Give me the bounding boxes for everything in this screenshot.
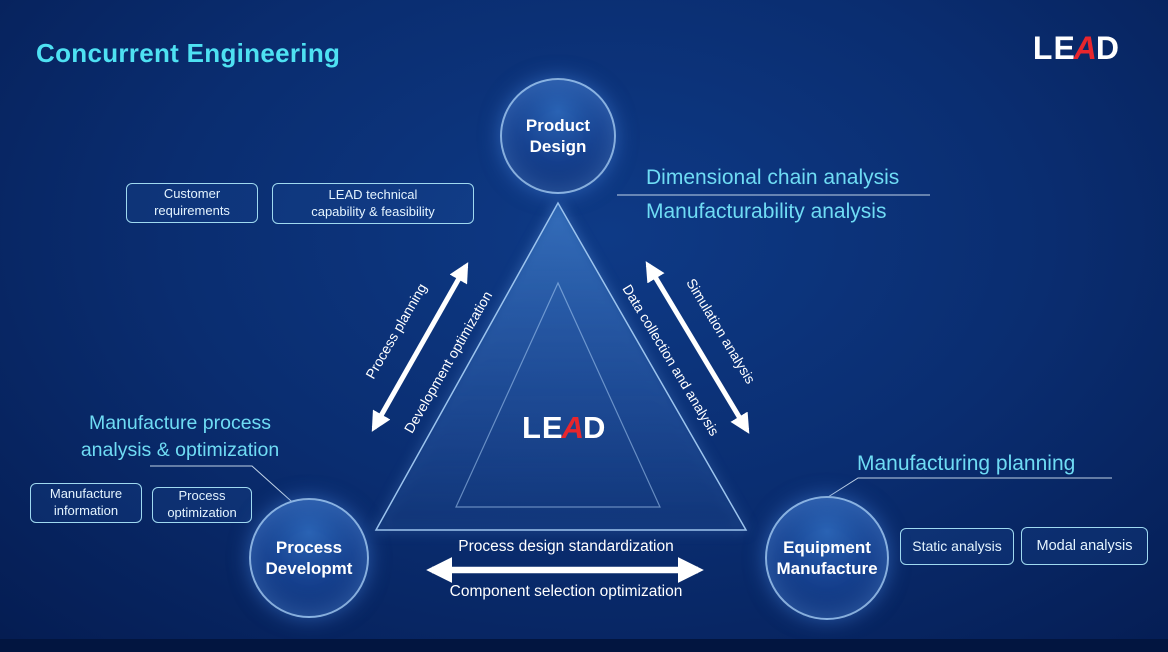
inner-triangle (455, 281, 661, 508)
node-product-design-line1: Product (525, 115, 591, 135)
manufacture-process-line1: Manufacture process (88, 412, 272, 434)
logo-a-red-slash: A (1073, 30, 1098, 66)
manufacture-information-box: Manufacture information (30, 483, 142, 523)
node-product-design-line2: Design (529, 137, 587, 156)
process-optimization-line2: optimization (167, 505, 237, 520)
left-edge-double-arrow (371, 262, 469, 432)
manufacturing-planning-label: Manufacturing planning (857, 452, 1076, 475)
node-product-design: Product Design (500, 78, 616, 194)
process-optimization-box: Process optimization (152, 487, 252, 523)
manufacturability-analysis-label: Manufacturability analysis (646, 200, 887, 223)
process-optimization-line1: Process (178, 488, 226, 504)
logo-le: LE (1032, 30, 1076, 66)
lead-logo: LEAD (1033, 30, 1120, 67)
right-edge-double-arrow (645, 261, 750, 434)
manufacture-information-line1: Manufacture (49, 486, 123, 502)
manufacture-process-label: Manufacture process analysis & optimizat… (18, 410, 342, 464)
page-title: Concurrent Engineering (36, 38, 341, 68)
node-process-development-line2: Developmt (265, 559, 353, 578)
lead-logo-triangle: LEAD (522, 410, 606, 446)
bottom-accent-strip (0, 639, 1168, 652)
manufacture-information-line2: information (53, 503, 119, 518)
node-process-development-line1: Process (275, 537, 343, 557)
lead-technical-line1: LEAD technical (328, 186, 418, 202)
modal-analysis-box: Modal analysis (1021, 527, 1148, 565)
customer-requirements-line2: requirements (154, 203, 230, 218)
node-equipment-manufacture-line1: Equipment (783, 537, 871, 557)
manufacturing-planning-connector-line (816, 477, 1112, 505)
dimensional-chain-analysis-label: Dimensional chain analysis (646, 166, 900, 189)
logo-a-red-slash: A (561, 410, 586, 445)
modal-analysis-label: Modal analysis (1036, 537, 1133, 554)
manufacture-process-connector-line (150, 465, 301, 510)
lead-technical-line2: capability & feasibility (311, 203, 435, 219)
process-design-standardization-label: Process design standardization (458, 538, 674, 555)
node-equipment-manufacture-line2: Manufacture (776, 559, 878, 578)
component-selection-optimization-label: Component selection optimization (449, 583, 683, 600)
outer-triangle (374, 201, 748, 531)
static-analysis-box: Static analysis (900, 528, 1014, 565)
logo-le: LE (522, 410, 564, 445)
node-equipment-manufacture: Equipment Manufacture (765, 496, 889, 620)
logo-d: D (583, 410, 607, 445)
lead-technical-box: LEAD technical capability & feasibility (272, 183, 474, 224)
customer-requirements-box: Customer requirements (126, 183, 258, 223)
customer-requirements-line1: Customer (163, 186, 221, 202)
static-analysis-label: Static analysis (912, 538, 1002, 555)
manufacture-process-line2: analysis & optimization (80, 439, 280, 461)
node-process-development: Process Developmt (249, 498, 369, 618)
logo-d: D (1095, 30, 1120, 66)
